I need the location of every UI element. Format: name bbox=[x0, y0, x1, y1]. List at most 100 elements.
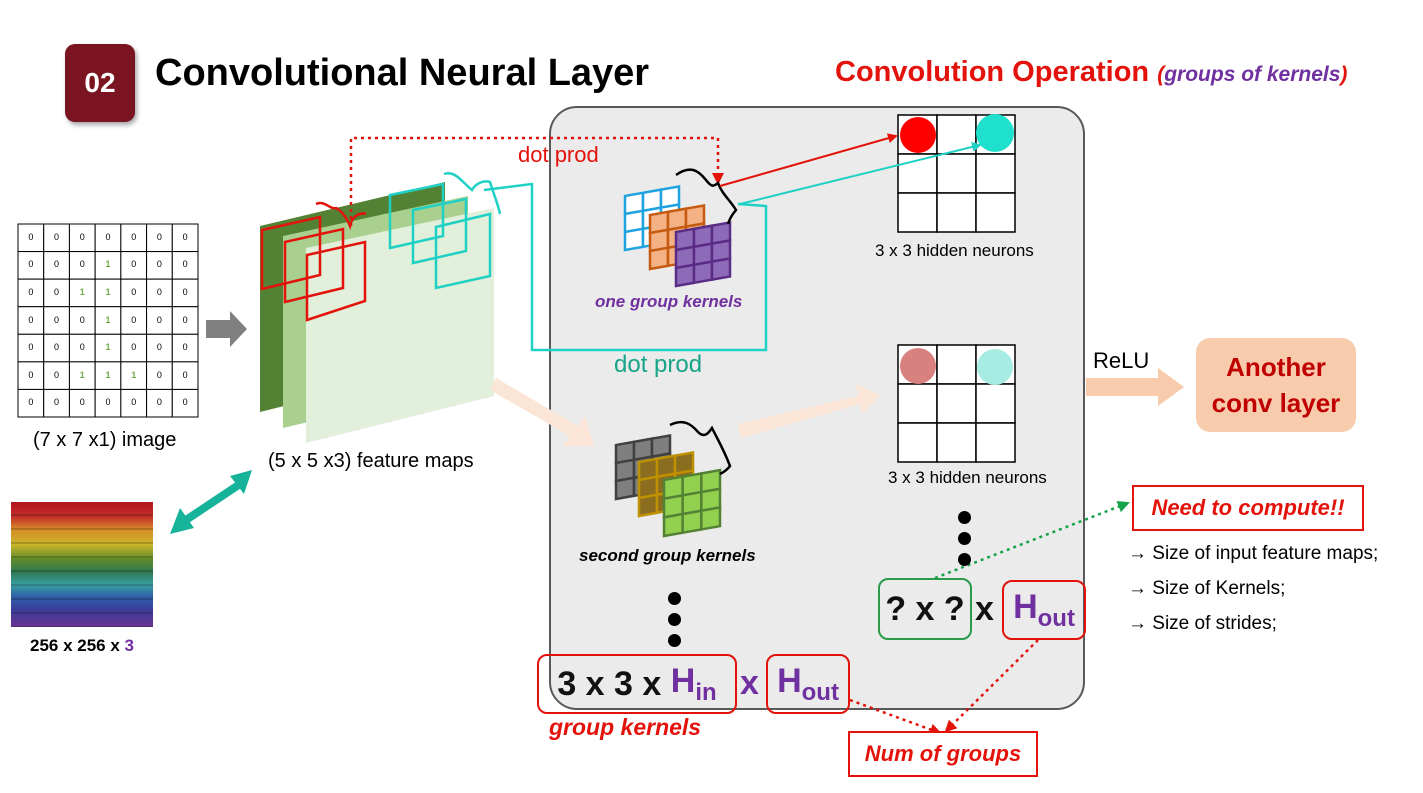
matrix-cell bbox=[171, 361, 199, 390]
matrix-cell-value: 1 bbox=[79, 369, 85, 380]
matrix-cell-value: 0 bbox=[54, 231, 60, 242]
matrix-cell bbox=[120, 306, 148, 335]
matrix-cell-value: 0 bbox=[156, 369, 162, 380]
matrix-cell bbox=[68, 333, 96, 363]
matrix-cell-value: 0 bbox=[54, 397, 60, 408]
operation-title-sub: groups of kernels bbox=[1164, 63, 1341, 86]
kernel-cell bbox=[637, 493, 659, 518]
matrix-cell-value: 1 bbox=[105, 286, 111, 297]
relu-label: ReLU bbox=[1093, 348, 1150, 373]
operation-title: Convolution Operation (groups of kernels… bbox=[835, 56, 1347, 89]
matrix-cell-value: 0 bbox=[131, 342, 137, 353]
matrix-cell-value: 0 bbox=[28, 231, 34, 242]
kernel-green bbox=[662, 468, 722, 538]
ellipsis-dot bbox=[958, 553, 971, 566]
kernel-window-red-2 bbox=[283, 227, 345, 304]
matrix-cell-value: 0 bbox=[28, 286, 34, 297]
another-line-2: conv layer bbox=[1211, 388, 1341, 418]
kernel-formula-prefix: 3 x 3 x bbox=[557, 664, 662, 703]
matrix-cell bbox=[17, 306, 45, 335]
hidden-neuron-teal bbox=[976, 114, 1014, 152]
matrix-cell bbox=[43, 223, 70, 253]
matrix-cell bbox=[171, 223, 199, 253]
output-size-box: ? x ? bbox=[878, 578, 972, 640]
kernel-cell bbox=[710, 257, 732, 282]
matrix-cell-value: 1 bbox=[105, 369, 111, 380]
matrix-cell bbox=[17, 388, 45, 418]
matrix-cell-value: 0 bbox=[28, 397, 34, 408]
matrix-cell-value: 0 bbox=[156, 259, 162, 270]
feature-maps-stack bbox=[260, 171, 502, 443]
num-groups-box: Num of groups bbox=[848, 731, 1038, 777]
matrix-cell bbox=[120, 251, 148, 280]
neuron-cell bbox=[897, 422, 938, 463]
output-size-q: ? x ? bbox=[885, 589, 965, 628]
feature-map-layer-3 bbox=[306, 208, 494, 443]
rgb-caption-channels: 3 bbox=[124, 636, 134, 655]
section-badge: 02 bbox=[65, 44, 135, 122]
brace-red bbox=[315, 201, 367, 231]
matrix-cell bbox=[94, 278, 122, 308]
matrix-cell-value: 0 bbox=[79, 231, 85, 242]
arrow-maps-to-second-group bbox=[490, 378, 594, 446]
matrix-cell-value: 1 bbox=[131, 369, 137, 380]
brace-teal bbox=[443, 171, 502, 215]
arrow-image-to-maps bbox=[206, 311, 247, 347]
matrix-cell-value: 0 bbox=[79, 259, 85, 270]
matrix-cell bbox=[171, 306, 199, 335]
kernel-cell bbox=[614, 476, 636, 501]
neuron-cell bbox=[936, 344, 977, 385]
kernel-purple bbox=[674, 221, 732, 288]
operation-title-paren-close: ) bbox=[1340, 63, 1348, 86]
arrow-teal-to-neuron bbox=[739, 142, 982, 205]
matrix-cell bbox=[120, 388, 148, 418]
h-out-right-sub: out bbox=[1037, 604, 1075, 632]
arrow-second-group-to-hidden bbox=[738, 384, 880, 438]
matrix-cell bbox=[171, 333, 199, 363]
matrix-cell-value: 1 bbox=[105, 259, 111, 270]
kernel-window-teal-2 bbox=[411, 197, 468, 265]
hidden-neurons-label-2: 3 x 3 hidden neurons bbox=[888, 468, 1047, 487]
h-out-box-right: Hout bbox=[1002, 580, 1086, 640]
matrix-cell-value: 0 bbox=[182, 342, 188, 353]
matrix-cell-value: 1 bbox=[105, 342, 111, 353]
kernel-formula-hout: H bbox=[777, 661, 802, 700]
rgb-image-caption: 256 x 256 x 3 bbox=[30, 636, 134, 656]
matrix-cell-value: 0 bbox=[28, 259, 34, 270]
neuron-cell bbox=[975, 422, 1016, 463]
kernel-formula-hout-sub: out bbox=[801, 678, 839, 706]
matrix-cell-value: 0 bbox=[182, 259, 188, 270]
neuron-cell bbox=[936, 192, 977, 233]
neuron-cell bbox=[936, 422, 977, 463]
matrix-cell bbox=[171, 388, 199, 418]
kernel-cell bbox=[692, 260, 714, 285]
matrix-cell-value: 0 bbox=[28, 369, 34, 380]
feature-maps-caption: (5 x 5 x3) feature maps bbox=[268, 450, 474, 472]
matrix-cell bbox=[43, 388, 70, 418]
matrix-cell-value: 0 bbox=[28, 314, 34, 325]
h-out-box-left: Hout bbox=[766, 654, 850, 714]
kernel-cell bbox=[648, 246, 670, 271]
hidden-neuron-teal-faded bbox=[977, 349, 1013, 385]
dotprod-red-path bbox=[349, 136, 724, 226]
matrix-cell bbox=[43, 361, 70, 390]
matrix-cell-value: 0 bbox=[54, 314, 60, 325]
need-item-2: → Size of Kernels; bbox=[1128, 578, 1286, 599]
double-arrow-rgb-to-maps bbox=[170, 470, 252, 534]
matrix-cell-value: 0 bbox=[28, 342, 34, 353]
dot-prod-red-label: dot prod bbox=[518, 142, 599, 167]
rgb-image bbox=[11, 502, 153, 627]
matrix-cell bbox=[120, 361, 148, 390]
matrix-cell-value: 0 bbox=[105, 231, 111, 242]
need-to-compute-box: Need to compute!! bbox=[1132, 485, 1364, 531]
dotprod-teal-path bbox=[483, 182, 768, 352]
kernel-group-1-brace bbox=[675, 168, 738, 225]
matrix-cell bbox=[68, 388, 96, 418]
kernel-cell bbox=[674, 263, 696, 288]
matrix-cell bbox=[146, 306, 173, 335]
ellipsis-dot bbox=[668, 613, 681, 626]
relu-arrow bbox=[1086, 368, 1184, 406]
